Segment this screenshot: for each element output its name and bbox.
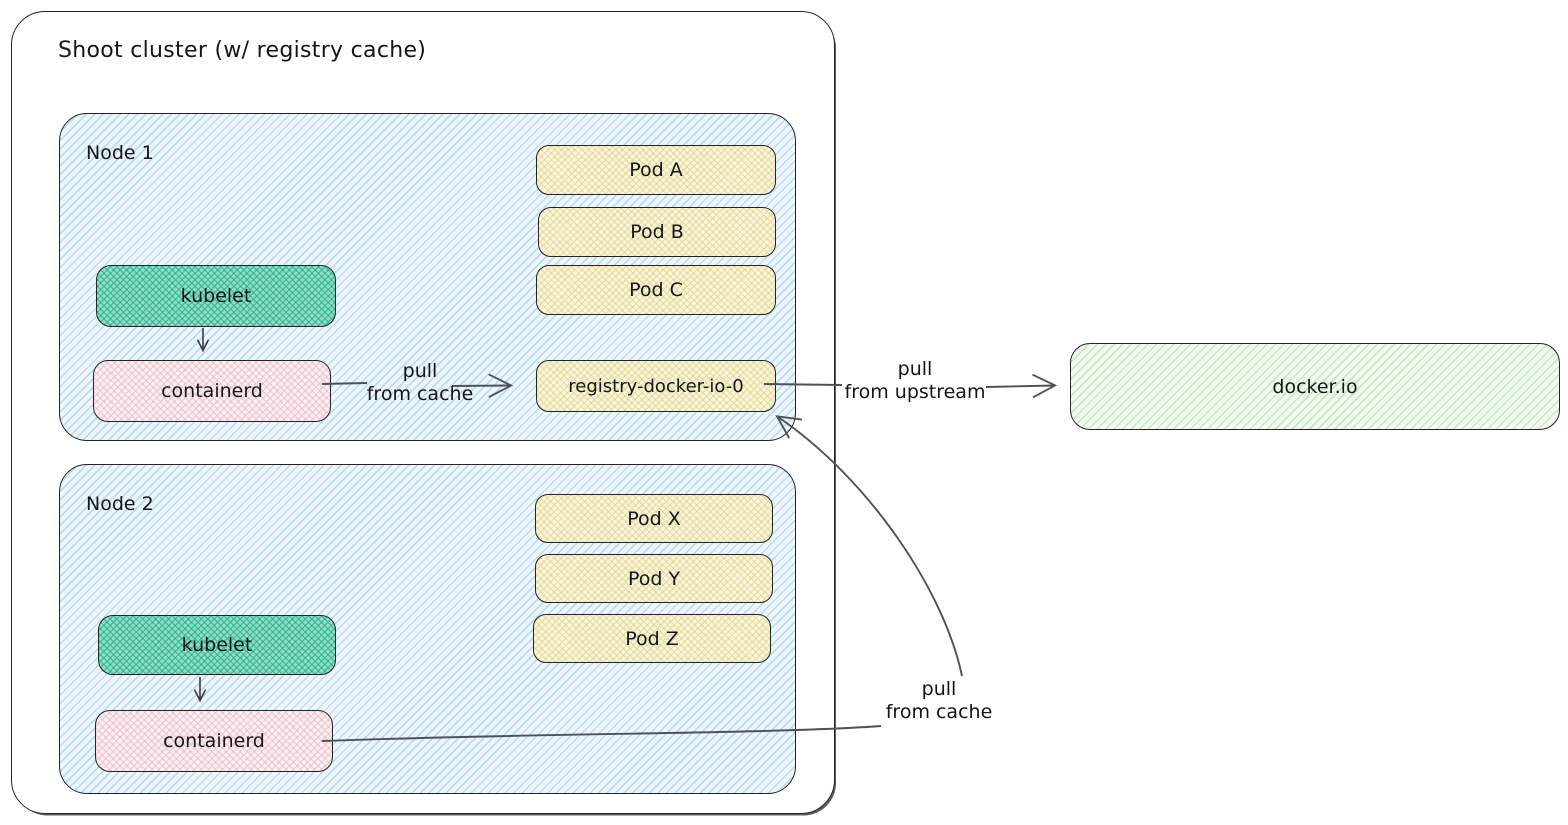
node-1-kubelet-box: kubelet	[96, 265, 336, 327]
edge-label-line: from cache	[885, 701, 993, 723]
docker-io-box: docker.io	[1070, 343, 1560, 430]
shoot-cluster-box: Shoot cluster (w/ registry cache) Node 1…	[11, 11, 835, 814]
node-2-containerd-box: containerd	[95, 710, 333, 772]
edge-label-line: pull	[897, 358, 933, 380]
node-1-containerd-box: containerd	[93, 360, 331, 422]
cluster-title: Shoot cluster (w/ registry cache)	[58, 38, 427, 63]
node-2-box: Node 2 kubelet containerd Pod X Pod Y Po…	[59, 464, 796, 794]
edge-label-line: from cache	[366, 383, 474, 405]
node-1-box: Node 1 kubelet containerd Pod A Pod B Po…	[59, 113, 796, 441]
node-2-pod-y-box: Pod Y	[535, 554, 773, 603]
node-2-kubelet-box: kubelet	[98, 615, 336, 675]
node-1-label: Node 1	[86, 142, 154, 164]
edge-label-pull-from-upstream: pull from upstream	[836, 358, 994, 404]
node-1-pod-b-box: Pod B	[538, 207, 776, 257]
node-1-pod-c-box: Pod C	[536, 265, 776, 315]
arrow-registry-to-dockerio-head	[985, 374, 1058, 398]
edge-label-line: pull	[921, 678, 957, 700]
node-2-pod-z-box: Pod Z	[533, 614, 771, 663]
edge-label-line: pull	[402, 360, 438, 382]
node-1-pod-a-box: Pod A	[536, 145, 776, 195]
registry-cache-box: registry-docker-io-0	[536, 360, 776, 412]
edge-label-pull-from-cache-node1: pull from cache	[352, 360, 488, 406]
node-2-pod-x-box: Pod X	[535, 494, 773, 543]
edge-label-line: from upstream	[844, 381, 986, 403]
node-2-label: Node 2	[86, 493, 154, 515]
edge-label-pull-from-cache-node2: pull from cache	[872, 678, 1006, 724]
